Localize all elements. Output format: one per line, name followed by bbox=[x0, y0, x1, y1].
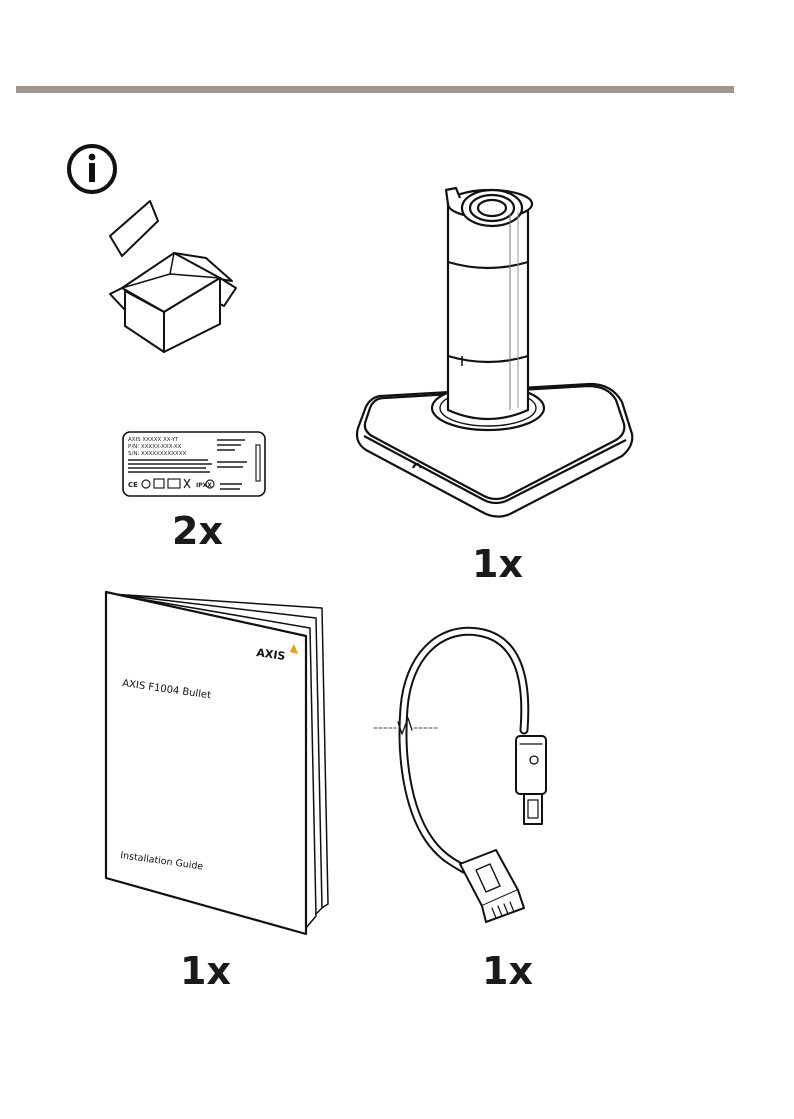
box-icon bbox=[100, 196, 240, 356]
label-line-2: P/N: XXXXX-XXX-XX bbox=[128, 444, 182, 450]
label-line-1: AXIS XXXXX XX-YT bbox=[128, 437, 179, 443]
stand-quantity: 1x bbox=[472, 545, 523, 583]
svg-text:CE: CE bbox=[128, 481, 138, 489]
guide-quantity: 1x bbox=[180, 952, 231, 990]
label-quantity: 2x bbox=[172, 512, 223, 550]
label-sticker-icon: AXIS XXXXX XX-YT P/N: XXXXX-XXX-XX S/N: … bbox=[122, 431, 266, 497]
cable-quantity: 1x bbox=[482, 952, 533, 990]
label-line-3: S/N: XXXXXXXXXXXX bbox=[128, 451, 187, 457]
booklet-icon: AXIS AXIS F1004 Bullet Installation Guid… bbox=[100, 588, 332, 938]
svg-text:IPXX: IPXX bbox=[196, 482, 212, 489]
camera-stand-icon bbox=[350, 178, 642, 524]
cable-icon bbox=[368, 618, 568, 938]
info-icon bbox=[66, 143, 118, 195]
top-rule bbox=[16, 86, 734, 93]
